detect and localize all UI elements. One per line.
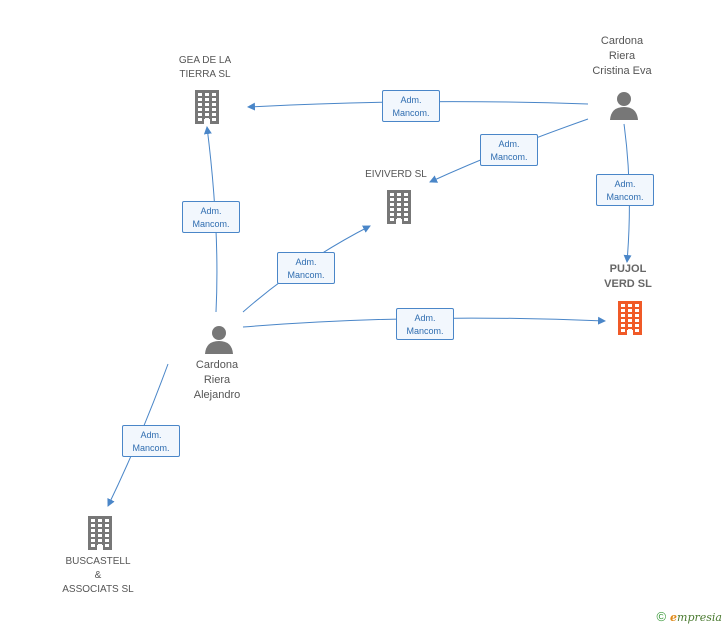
node-label-eiviverd[interactable]: EIVIVERD SL bbox=[365, 169, 427, 180]
building-icon-pujol[interactable] bbox=[616, 301, 644, 340]
person-icon-cristina[interactable] bbox=[609, 90, 639, 125]
footer-brand: ©empresia bbox=[656, 609, 722, 624]
node-label-buscastell[interactable]: BUSCASTELL & ASSOCIATS SL bbox=[62, 556, 134, 595]
edge-label-alejandro-to-gea[interactable]: Adm. Mancom. bbox=[182, 201, 240, 233]
building-icon-gea[interactable] bbox=[193, 90, 221, 129]
edge-label-cristina-to-eiviverd[interactable]: Adm. Mancom. bbox=[480, 134, 538, 166]
node-label-alejandro[interactable]: Cardona Riera Alejandro bbox=[193, 359, 241, 401]
building-icon-eiviverd[interactable] bbox=[385, 190, 413, 229]
edge-label-alejandro-to-pujol[interactable]: Adm. Mancom. bbox=[396, 308, 454, 340]
edge-label-alejandro-to-eiviverd[interactable]: Adm. Mancom. bbox=[277, 252, 335, 284]
edge-label-cristina-to-gea[interactable]: Adm. Mancom. bbox=[382, 90, 440, 122]
building-icon-buscastell[interactable] bbox=[86, 516, 114, 555]
node-label-cristina[interactable]: Cardona Riera Cristina Eva bbox=[592, 35, 652, 77]
person-icon-alejandro[interactable] bbox=[204, 324, 234, 359]
edge-label-alejandro-to-buscastell[interactable]: Adm. Mancom. bbox=[122, 425, 180, 457]
brand-logo: empresia bbox=[670, 611, 722, 624]
copyright-symbol: © bbox=[656, 609, 667, 624]
node-label-gea[interactable]: GEA DE LA TIERRA SL bbox=[178, 55, 232, 80]
node-label-pujol[interactable]: PUJOL VERD SL bbox=[604, 263, 652, 290]
edge-label-cristina-to-pujol[interactable]: Adm. Mancom. bbox=[596, 174, 654, 206]
